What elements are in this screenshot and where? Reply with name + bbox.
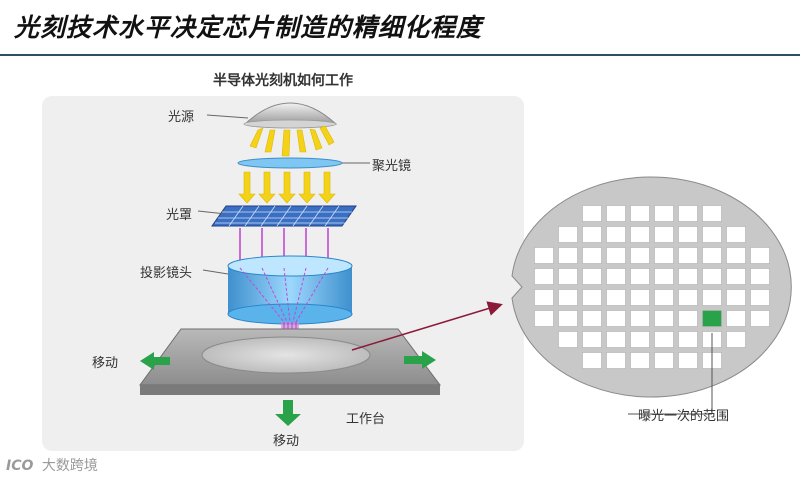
die [702,289,722,306]
die [654,247,674,264]
die [582,268,602,285]
die [630,331,650,348]
die-grid [534,205,770,369]
die [678,331,698,348]
die [606,226,626,243]
projection-lens-leader [202,269,229,275]
die [582,331,602,348]
die [534,289,554,306]
move-left-arrow [140,352,170,370]
die [726,310,746,327]
wafer-on-stage [201,336,371,374]
die [654,268,674,285]
die [630,205,650,222]
die [606,331,626,348]
magnified-wafer [511,176,792,398]
die [630,247,650,264]
exposed-die [702,310,722,327]
label-light-source: 光源 [168,110,195,125]
die [750,310,770,327]
stage-plate [139,328,441,395]
die [606,247,626,264]
light-source-leader [206,114,249,119]
die [558,247,578,264]
die [582,310,602,327]
die [750,247,770,264]
page-title: 光刻技术水平决定芯片制造的精细化程度 [14,13,483,42]
label-projection-lens: 投影镜头 [140,266,193,281]
die [654,331,674,348]
die [534,268,554,285]
die [678,268,698,285]
die [678,226,698,243]
die [678,247,698,264]
label-exposure-area: 曝光一次的范围 [638,409,730,424]
converging-rays [239,267,329,323]
die [630,352,650,369]
die [678,352,698,369]
photomask-icon [211,205,357,227]
move-right-arrow [404,351,436,369]
die [702,205,722,222]
light-source-icon [243,102,338,129]
die [582,247,602,264]
die [606,268,626,285]
die [606,310,626,327]
die [750,289,770,306]
die [534,247,554,264]
die [558,310,578,327]
die [654,226,674,243]
die [726,226,746,243]
title-divider [0,54,800,56]
die [654,310,674,327]
die [750,268,770,285]
projection-lens-icon [227,255,353,325]
watermark-logo: ICO [6,458,34,474]
die [678,310,698,327]
label-stage: 工作台 [346,412,386,427]
die [702,268,722,285]
die [726,289,746,306]
die [702,226,722,243]
light-rays-lower [238,171,336,204]
die [582,352,602,369]
die [606,289,626,306]
die [702,247,722,264]
die [582,226,602,243]
die [630,289,650,306]
die [654,352,674,369]
die [582,289,602,306]
diagram-heading: 半导体光刻机如何工作 [213,73,353,89]
die [558,268,578,285]
label-condenser-lens: 聚光镜 [372,159,412,174]
watermark: ICO 大数跨境 [6,455,98,475]
die [534,310,554,327]
die [654,205,674,222]
die [678,289,698,306]
watermark-text: 大数跨境 [41,458,98,474]
die [558,331,578,348]
die [630,268,650,285]
magnify-pointer-arrow [351,301,503,351]
condenser-lens-icon [237,157,343,169]
die [606,352,626,369]
move-down-arrow [275,400,301,426]
die [654,289,674,306]
die [630,310,650,327]
die [558,226,578,243]
die [678,205,698,222]
die [726,247,746,264]
die [606,205,626,222]
light-rays-upper [249,125,335,157]
label-move-bottom: 移动 [273,434,300,449]
die [582,205,602,222]
label-move-left: 移动 [92,356,119,371]
die [726,268,746,285]
photomask-leader [197,210,227,215]
die [726,331,746,348]
label-photomask: 光罩 [166,208,193,223]
die [558,289,578,306]
die [630,226,650,243]
